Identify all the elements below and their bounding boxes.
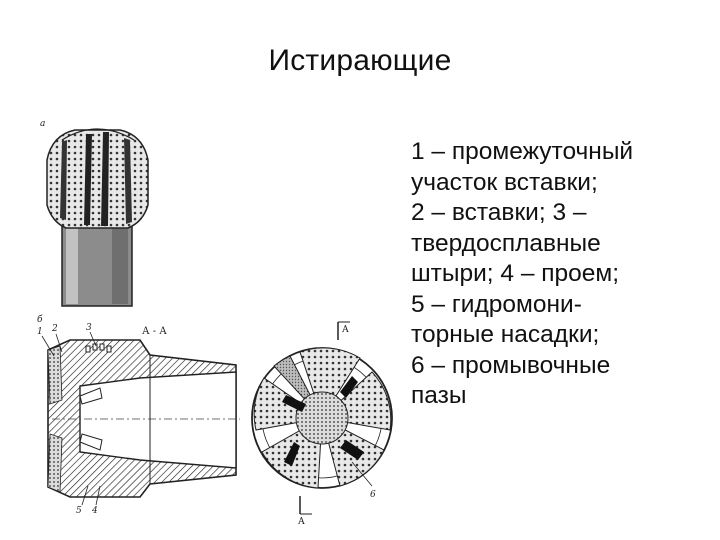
callout-1: 1 <box>37 327 43 337</box>
callout-3: 3 <box>86 323 92 333</box>
bit-side-view: а <box>40 119 149 307</box>
legend-line: твердосплавные <box>411 229 601 257</box>
legend-line: 2 – вставки; 3 – <box>411 199 587 226</box>
legend-line: торные насадки; <box>411 321 600 348</box>
callout-4: 4 <box>91 506 98 516</box>
callout-5: 5 <box>76 506 82 516</box>
view-label-b: б <box>37 314 43 325</box>
legend-line: 1 – промежуточный <box>411 138 634 165</box>
legend-line: пазы <box>411 382 467 409</box>
legend-line: 5 – гидромони- <box>411 290 582 318</box>
section-mark-top: А <box>342 325 349 335</box>
callout-6: 6 <box>370 490 376 500</box>
legend-text: 1 – промежуточный участок вставки; 2 – в… <box>411 137 711 412</box>
bit-longitudinal-section: б А - А 1 2 3 4 5 <box>37 314 240 516</box>
section-mark-bottom: А <box>298 517 305 527</box>
bit-face-view: А А 6 <box>251 321 393 527</box>
callout-2: 2 <box>51 324 58 334</box>
section-label: А - А <box>142 326 167 337</box>
legend-line: участок вставки; <box>411 168 598 196</box>
view-label-a: а <box>40 119 45 129</box>
slide-title: Истирающие <box>268 44 452 77</box>
legend-line: 6 – промывочные <box>411 351 611 379</box>
legend-line: штыри; 4 – проем; <box>411 260 620 287</box>
